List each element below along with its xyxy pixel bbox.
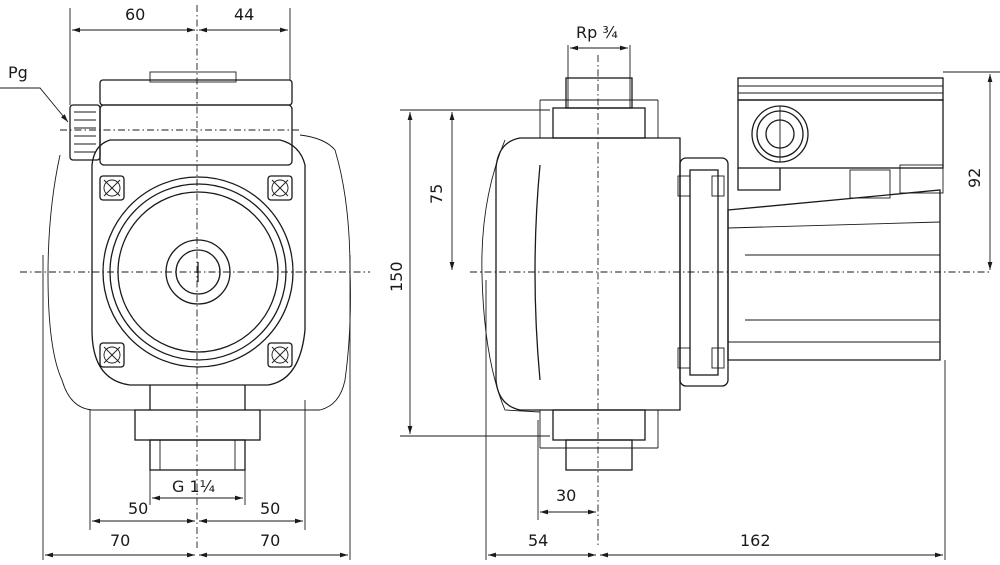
knob-icon [751,105,809,163]
front-view-dimensions [0,8,351,560]
label-g-thread: G 1¼ [172,477,215,496]
dim-top-right: 44 [234,5,254,24]
dim-depth-30: 30 [556,486,576,505]
bolt-icon [267,175,293,201]
side-view-dimensions [400,45,1000,560]
bolt-icon [99,175,125,201]
label-rp: Rp ¾ [576,23,618,42]
side-view [470,55,990,548]
dim-height-total: 150 [387,261,406,292]
dim-height-half: 75 [427,184,446,204]
bolt-icon [99,342,125,368]
dim-depth-54: 54 [528,531,548,550]
dim-top-left: 60 [125,5,145,24]
bolt-icon [267,342,293,368]
front-view [20,5,370,548]
dim-motor-92: 92 [965,168,984,188]
dim-left-outer-a: 70 [110,531,130,550]
label-pg: Pg [8,63,28,82]
dim-length-162: 162 [740,531,771,550]
dim-left-inner-a: 50 [128,499,148,518]
dim-left-outer-b: 70 [260,531,280,550]
dim-left-inner-b: 50 [260,499,280,518]
